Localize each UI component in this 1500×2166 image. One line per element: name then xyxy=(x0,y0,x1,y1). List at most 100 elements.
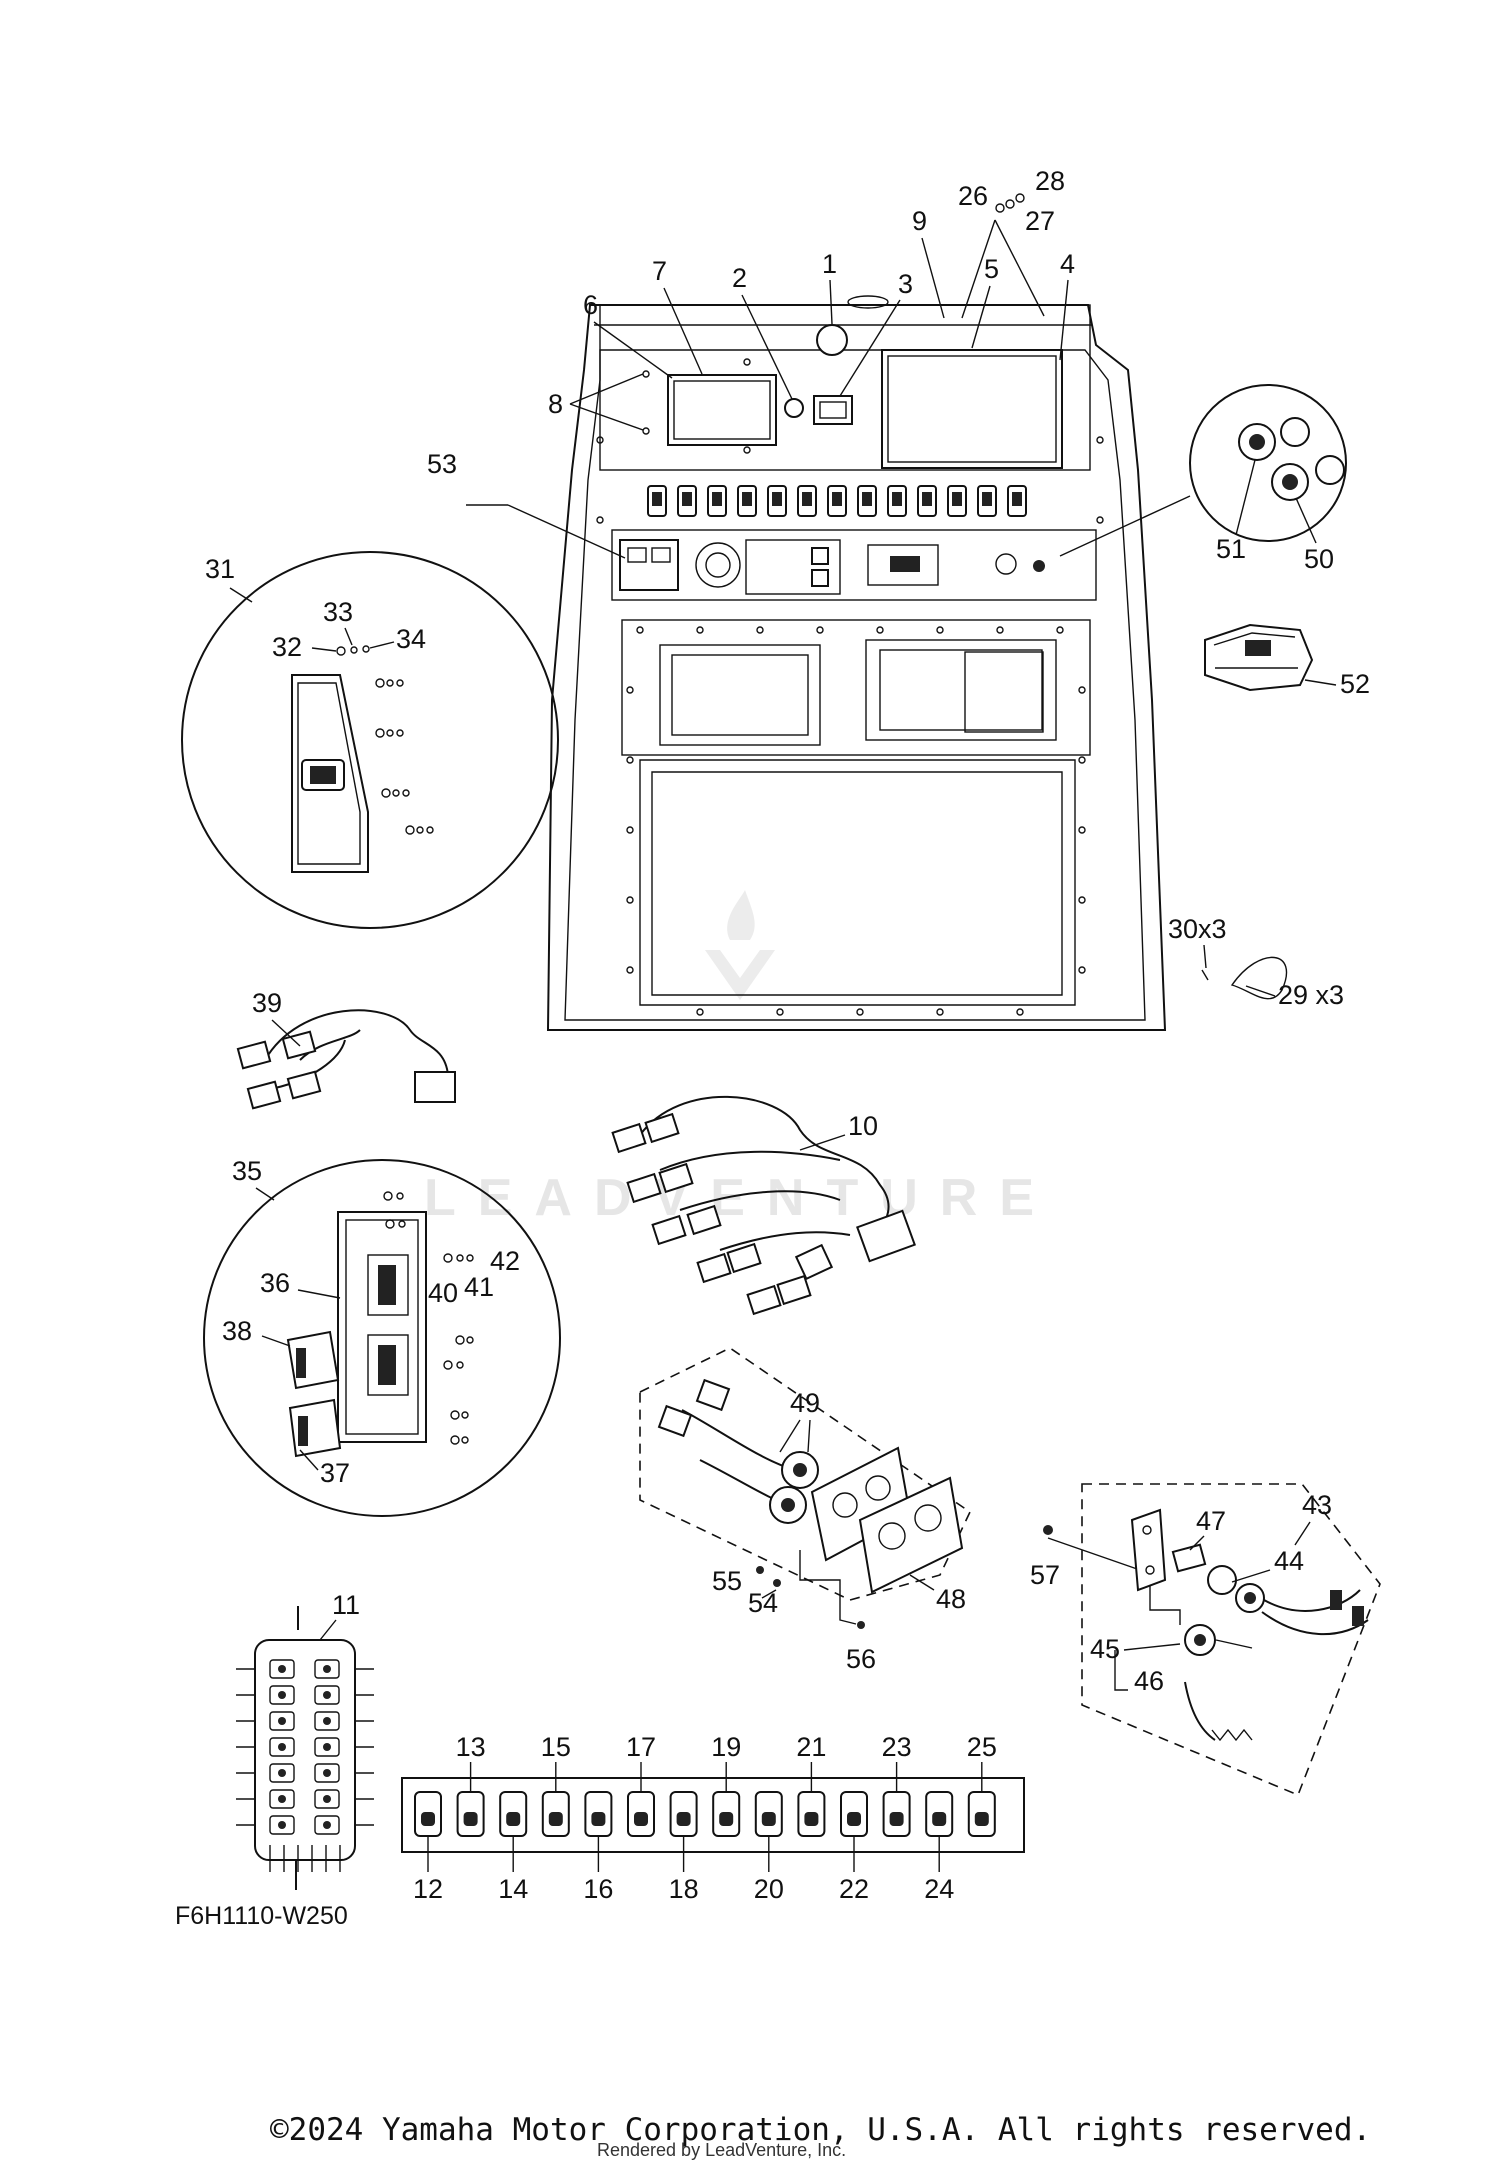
connector xyxy=(696,1252,732,1284)
callout-31: 31 xyxy=(205,554,235,584)
callout-50: 50 xyxy=(1304,544,1334,574)
console-callouts: 1 2 3 4 5 6 7 8 9 26 27 28 53 xyxy=(427,166,1075,559)
callout-51: 51 xyxy=(1216,534,1246,564)
screw xyxy=(696,1008,704,1016)
console-switch-face xyxy=(742,492,752,506)
callout-8: 8 xyxy=(548,389,563,419)
watermark-text: LEADVENTURE xyxy=(424,1169,1056,1227)
fuse xyxy=(323,1691,331,1699)
fuse xyxy=(278,1795,286,1803)
callout-18: 18 xyxy=(669,1874,699,1904)
callout-55: 55 xyxy=(712,1566,742,1596)
fuse xyxy=(278,1691,286,1699)
callout-10: 10 xyxy=(848,1111,878,1141)
connector xyxy=(626,1172,662,1204)
callout-21: 21 xyxy=(796,1732,826,1762)
callout-54: 54 xyxy=(748,1588,778,1618)
fuse xyxy=(278,1743,286,1751)
part-1-cap xyxy=(816,324,848,356)
console-switch-face xyxy=(682,492,692,506)
fuse-slot xyxy=(269,1659,295,1679)
callout-26: 26 xyxy=(958,181,988,211)
callout-22: 22 xyxy=(839,1874,869,1904)
strip-switch-light xyxy=(761,1812,776,1826)
screw xyxy=(596,436,604,444)
callout-43: 43 xyxy=(1302,1490,1332,1520)
screw xyxy=(1096,436,1104,444)
strip-switch-light xyxy=(932,1812,947,1826)
strip-switch-light xyxy=(974,1812,989,1826)
callout-19: 19 xyxy=(711,1732,741,1762)
fuse xyxy=(323,1821,331,1829)
callout-29: 29 x3 xyxy=(1278,980,1344,1010)
fuse-slot xyxy=(269,1789,295,1809)
console-switch-face xyxy=(982,492,992,506)
callout-28: 28 xyxy=(1035,166,1065,196)
part-39-harness: 39 xyxy=(236,988,456,1110)
screw xyxy=(776,1008,784,1016)
part-4-display xyxy=(881,349,1063,469)
screw xyxy=(816,626,824,634)
callout-46: 46 xyxy=(1134,1666,1164,1696)
strip-switch-light xyxy=(719,1812,734,1826)
callout-5: 5 xyxy=(984,254,999,284)
fuse xyxy=(278,1769,286,1777)
fuse xyxy=(278,1821,286,1829)
console-switch-face xyxy=(892,492,902,506)
detail-50-51: 51 50 xyxy=(1059,384,1347,574)
strip-switch-light xyxy=(506,1812,521,1826)
screw xyxy=(696,626,704,634)
rendered-by: Rendered by LeadVenture, Inc. xyxy=(597,2140,847,2160)
screw xyxy=(626,686,634,694)
part-7-screen xyxy=(667,374,777,446)
part-29-30-tie: 30x3 29 x3 xyxy=(1168,914,1344,1010)
callout-14: 14 xyxy=(498,1874,528,1904)
screw xyxy=(936,626,944,634)
screw xyxy=(1078,686,1086,694)
screw xyxy=(626,896,634,904)
fuse xyxy=(278,1717,286,1725)
callout-41: 41 xyxy=(464,1272,494,1302)
console-switch-row xyxy=(647,485,1027,517)
callout-4: 4 xyxy=(1060,249,1075,279)
callout-32: 32 xyxy=(272,632,302,662)
strip-switches xyxy=(414,1791,996,1837)
screw xyxy=(996,626,1004,634)
connector xyxy=(644,1112,680,1144)
fuse-slot xyxy=(269,1711,295,1731)
console-switch-face xyxy=(652,492,662,506)
callout-17: 17 xyxy=(626,1732,656,1762)
connector xyxy=(658,1162,694,1194)
callout-6: 6 xyxy=(583,290,598,320)
console-switch-face xyxy=(772,492,782,506)
fuse xyxy=(278,1665,286,1673)
screw xyxy=(1078,966,1086,974)
fuse-slot xyxy=(269,1685,295,1705)
callout-16: 16 xyxy=(583,1874,613,1904)
callout-48: 48 xyxy=(936,1584,966,1614)
console-switch-face xyxy=(802,492,812,506)
callout-9: 9 xyxy=(912,206,927,236)
screw xyxy=(1078,826,1086,834)
screw xyxy=(1078,896,1086,904)
screw xyxy=(636,626,644,634)
callout-11: 11 xyxy=(332,1590,360,1620)
screw xyxy=(856,1008,864,1016)
callout-42: 42 xyxy=(490,1246,520,1276)
callout-13: 13 xyxy=(456,1732,486,1762)
group-48: 49 48 55 54 56 xyxy=(639,1347,972,1674)
part-52-cover: 52 xyxy=(1204,623,1370,699)
callout-2: 2 xyxy=(732,263,747,293)
watermark: LEADVENTURE xyxy=(424,890,1056,1227)
callout-1: 1 xyxy=(822,249,837,279)
screw xyxy=(626,966,634,974)
fuse-slot xyxy=(314,1685,340,1705)
connector xyxy=(686,1204,722,1236)
console-assembly xyxy=(546,295,1167,1031)
callout-25: 25 xyxy=(967,1732,997,1762)
part-11-fuse-box: 11 F6H1110-W250 xyxy=(175,1590,374,1930)
strip-switch-light xyxy=(889,1812,904,1826)
connector xyxy=(651,1214,687,1246)
